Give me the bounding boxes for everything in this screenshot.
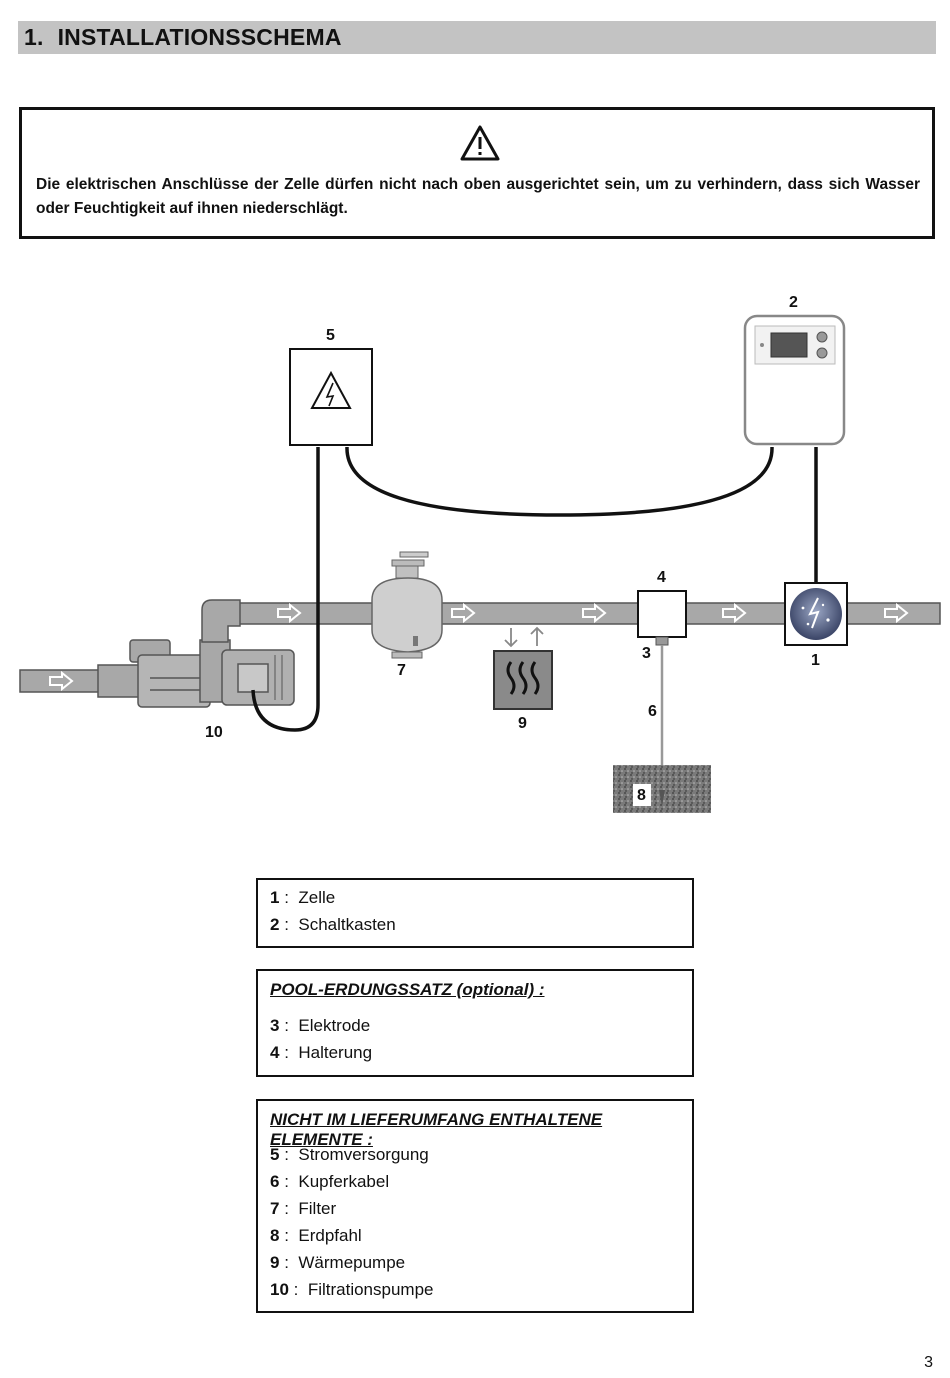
legend-box-grounding-kit: POOL-ERDUNGSSATZ (optional) : 3 : Elektr… (256, 969, 694, 1077)
legend-item-number: 7 (270, 1199, 280, 1218)
legend-item-number: 8 (270, 1226, 280, 1245)
electric-cable (251, 446, 818, 732)
section-number: 1. (24, 24, 44, 50)
control-box (743, 314, 846, 446)
diagram-label-7: 7 (397, 662, 406, 679)
legend-item: 4 : Halterung (270, 1043, 373, 1062)
legend-header: NICHT IM LIEFERUMFANG ENTHALTENE ELEMENT… (270, 1110, 603, 1149)
legend-item-text: Wärmepumpe (298, 1253, 406, 1272)
legend-item: 5 : Stromversorgung (270, 1145, 429, 1164)
legend-item: 1 : Zelle (270, 888, 336, 907)
heat-pump (493, 626, 553, 710)
legend-item-text: Erdpfahl (298, 1226, 362, 1245)
diagram-label-10: 10 (205, 724, 223, 741)
legend-item: 8 : Erdpfahl (270, 1226, 362, 1245)
warning-text: Die elektrischen Anschlüsse der Zelle dü… (36, 176, 920, 217)
filtration-pump (97, 639, 295, 708)
legend-item-text: Zelle (298, 888, 336, 907)
legend-item-number: 6 (270, 1172, 280, 1191)
warning-box: Die elektrischen Anschlüsse der Zelle dü… (19, 107, 935, 239)
legend-header: POOL-ERDUNGSSATZ (optional) : (270, 980, 545, 999)
legend-item: 2 : Schaltkasten (270, 915, 396, 934)
legend-item-text: Elektrode (298, 1016, 371, 1035)
legend-item-text: Halterung (298, 1043, 373, 1062)
legend-item-number: 2 (270, 915, 280, 934)
legend-item: 7 : Filter (270, 1199, 337, 1218)
legend-item-number: 3 (270, 1016, 280, 1035)
diagram-label-4: 4 (657, 569, 666, 586)
legend-item-text: Filter (298, 1199, 337, 1218)
section-title: INSTALLATIONSSCHEMA (57, 24, 342, 50)
diagram-label-1: 1 (811, 652, 820, 669)
legend-item-text: Kupferkabel (298, 1172, 390, 1191)
power-supply-box (289, 348, 373, 446)
legend-item: 3 : Elektrode (270, 1016, 371, 1035)
legend-item-number: 4 (270, 1043, 280, 1062)
electrolysis-cell (784, 582, 848, 646)
pipe-elbow (201, 599, 241, 643)
section-heading: 1. INSTALLATIONSSCHEMA (18, 21, 936, 54)
legend-item-text: Filtrationspumpe (307, 1280, 434, 1299)
legend-item: 9 : Wärmepumpe (270, 1253, 406, 1272)
legend-item-number: 9 (270, 1253, 280, 1272)
diagram-label-6: 6 (648, 703, 657, 720)
diagram-label-8: 8 (637, 787, 646, 804)
ground-stake (613, 765, 711, 813)
legend-item: 6 : Kupferkabel (270, 1172, 390, 1191)
diagram-label-2: 2 (789, 294, 798, 311)
diagram-label-5: 5 (326, 327, 335, 344)
legend-item-number: 10 (270, 1280, 289, 1299)
legend-box-not-included: NICHT IM LIEFERUMFANG ENTHALTENE ELEMENT… (256, 1099, 694, 1313)
legend-item-text: Schaltkasten (298, 915, 396, 934)
sand-filter (371, 551, 443, 659)
legend-item-number: 1 (270, 888, 280, 907)
diagram-label-3: 3 (642, 645, 651, 662)
legend-item: 10 : Filtrationspumpe (270, 1280, 434, 1299)
installation-diagram: 5 2 4 3 1 7 9 6 8 10 (19, 294, 941, 813)
legend-item-text: Stromversorgung (298, 1145, 429, 1164)
page-number: 3 (924, 1354, 933, 1371)
legend-box-components: 1 : Zelle 2 : Schaltkasten (256, 878, 694, 948)
flow-arrow-icon (49, 602, 909, 692)
legend-item-number: 5 (270, 1145, 280, 1164)
warning-triangle-icon (460, 125, 500, 161)
diagram-label-9: 9 (518, 715, 527, 732)
